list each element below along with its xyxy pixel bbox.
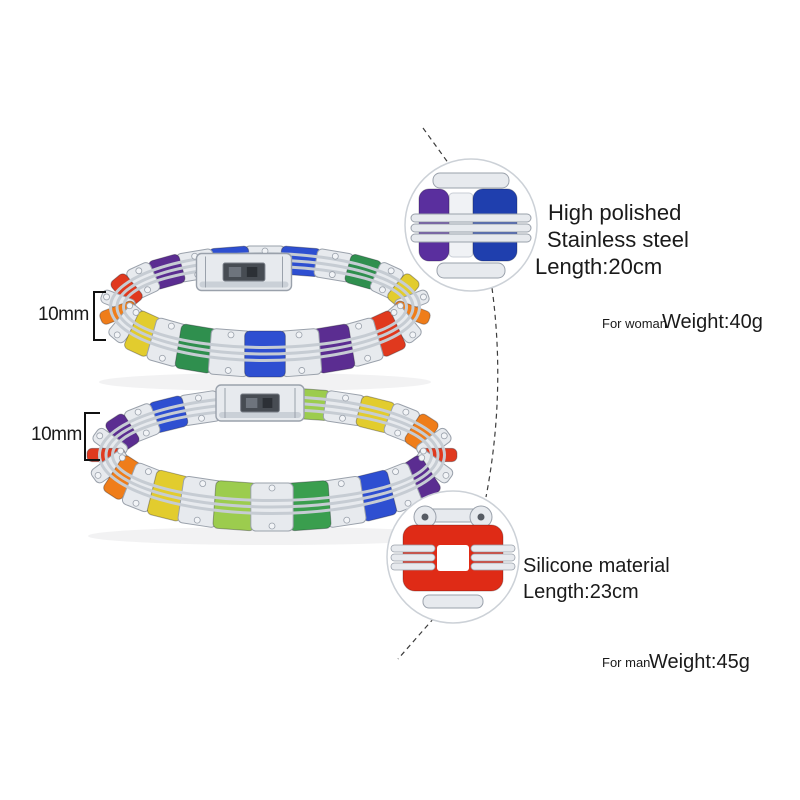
spec-man-weight: Weight:45g (649, 651, 750, 673)
steel-wire (390, 553, 436, 562)
callout-detail-woman (404, 158, 538, 292)
steel-bottom-plate (436, 262, 506, 279)
steel-top-plate (432, 172, 510, 189)
dimension-bracket-man (84, 412, 100, 461)
dimension-label-woman: 10mm (38, 304, 89, 325)
callout-detail-man (386, 490, 520, 624)
bracelet-man-photo (86, 384, 458, 545)
spec-man-length: Length:23cm (523, 581, 639, 603)
pin-dot (421, 513, 429, 521)
steel-rail (410, 213, 532, 223)
dimension-label-man: 10mm (31, 424, 82, 445)
bracelet-woman-photo (99, 245, 431, 391)
spec-woman-audience: For woman (602, 316, 668, 331)
steel-wire (390, 544, 436, 553)
spec-woman-length: Length:20cm (535, 254, 663, 279)
leader-line-bottom (397, 617, 435, 660)
leader-line-top (422, 127, 450, 165)
steel-wire (390, 562, 436, 571)
steel-rail (410, 223, 532, 233)
spec-woman-material-line2: Stainless steel (547, 227, 689, 252)
steel-bottom-plate (422, 594, 484, 609)
link-center-gap (437, 545, 469, 571)
steel-wire (470, 553, 516, 562)
dimension-bracket-woman (93, 291, 106, 341)
spec-woman-weight: Weight:40g (662, 311, 763, 333)
spec-man-audience: For man (602, 655, 651, 670)
steel-wire (470, 544, 516, 553)
spec-woman-material-line1: High polished (548, 200, 682, 225)
pin-dot (477, 513, 485, 521)
steel-wire (470, 562, 516, 571)
spec-man-material: Silicone material (523, 555, 670, 577)
leader-line-middle (485, 287, 499, 498)
steel-rail (410, 233, 532, 243)
